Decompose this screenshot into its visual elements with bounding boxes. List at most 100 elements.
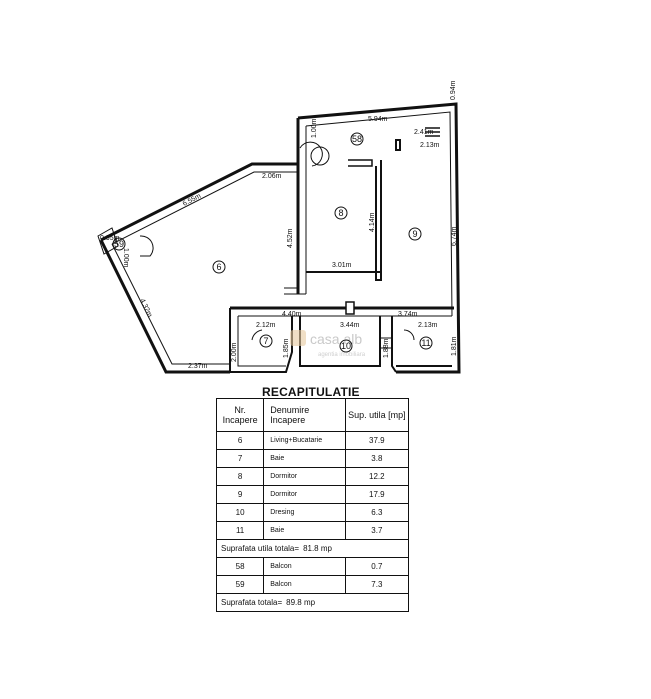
dim-094: 0.94m (450, 80, 457, 100)
wall-closet-2 (348, 159, 373, 167)
walls (97, 102, 461, 374)
dim-301: 3.01m (332, 262, 352, 269)
dim-185: 1.85m (283, 338, 290, 358)
row-nr: 7 (215, 449, 265, 468)
row-name: Dormitor (263, 467, 346, 486)
wall-bedroom-8-east (375, 160, 382, 281)
row-name: Dormitor (263, 485, 346, 504)
dim-200: 2.00m (231, 342, 238, 362)
watermark-tagline: agentia imobiliara (318, 352, 366, 358)
room-58-number: 58 (352, 134, 362, 144)
dim-432: 4.32m (138, 298, 153, 319)
useful-total-label: Suprafata utila totala= (221, 544, 300, 553)
row-area: 6.3 (344, 503, 410, 522)
wall-bath-11 (391, 316, 452, 373)
dim-206: 2.06m (262, 173, 282, 180)
dim-344: 3.44m (340, 322, 360, 329)
row-name: Living+Bucatarie (263, 431, 346, 450)
row-nr: 10 (215, 503, 265, 522)
dim-212: 2.12m (256, 322, 276, 329)
table-row: 59 Balcon 7.3 (215, 575, 410, 594)
row-nr: 9 (215, 485, 265, 504)
room-58-marker (350, 132, 364, 146)
row-area: 7.3 (344, 575, 410, 594)
dim-374: 3.74m (398, 311, 418, 318)
useful-total-value: 81.8 mp (303, 544, 332, 553)
watermark-brand: casa alb (310, 331, 362, 347)
row-nr: 11 (215, 521, 265, 540)
dim-594: 5.94m (368, 116, 388, 123)
wall-living-north (100, 162, 298, 242)
row-name: Balcon (263, 557, 346, 576)
dim-100-left: 1.00m (122, 248, 129, 268)
header-name: Denumire Incapere (263, 398, 346, 432)
room-8-marker (334, 206, 348, 220)
row-nr: 6 (215, 431, 265, 450)
room-8-number: 8 (338, 208, 343, 218)
room-11-number: 11 (421, 338, 430, 348)
header-area: Sup. utila [mp] (344, 398, 410, 432)
row-name: Dresing (263, 503, 346, 522)
dim-241: 2.41m (414, 129, 434, 136)
dim-181: 1.81m (451, 336, 458, 356)
wall-living-west (99, 239, 230, 374)
grand-total-value: 89.8 mp (286, 598, 316, 607)
table-row: 58 Balcon 0.7 (215, 557, 410, 576)
column (345, 301, 355, 315)
recap-table: Nr. Incapere Denumire Incapere Sup. util… (215, 398, 410, 612)
row-name: Baie (263, 521, 346, 540)
wall-closet (395, 139, 401, 151)
row-name: Baie (263, 449, 346, 468)
row-name: Balcon (263, 575, 346, 594)
balcony-59-rail (425, 127, 440, 137)
room-10-marker (339, 339, 353, 353)
table-row: 8 Dormitor 12.2 (215, 467, 410, 486)
wall-living-north-inner (111, 171, 298, 245)
useful-total-cell: Suprafata utila totala=81.8 mp (216, 539, 409, 558)
room-10-number: 10 (341, 341, 351, 351)
table-row: 10 Dresing 6.3 (215, 503, 410, 522)
wall-living-west-inner (111, 243, 230, 365)
row-area: 37.9 (344, 431, 410, 450)
dim-188: 1.88m (383, 338, 390, 358)
dim-100-top: 1.00m (311, 118, 318, 138)
floor-plan: casa alb agentia imobiliara 0.94m 5.94m … (97, 80, 461, 374)
dim-414: 4.14m (369, 212, 376, 232)
room-9-number: 9 (412, 229, 417, 239)
row-area: 3.8 (344, 449, 410, 468)
room-59-marker (112, 237, 126, 251)
row-nr: 8 (215, 467, 265, 486)
table-row: 7 Baie 3.8 (215, 449, 410, 468)
grand-total-row: Suprafata totala=89.8 mp (216, 593, 409, 612)
dim-452: 4.52m (287, 228, 294, 248)
dim-674: 6.74m (451, 226, 458, 246)
outer-wall-north-inner (305, 111, 453, 317)
row-nr: 58 (215, 557, 265, 576)
room-9-marker (408, 227, 422, 241)
dim-095: 0.95m (100, 235, 120, 242)
wall-bath-7-inner (237, 316, 286, 367)
grand-total-cell: Suprafata totala=89.8 mp (216, 593, 409, 612)
door-swing-living (139, 235, 154, 257)
dim-213-bot: 2.13m (418, 322, 438, 329)
watermark-logo (290, 330, 306, 346)
header-nr: Nr. Incapere (215, 398, 265, 432)
door-swing-11 (403, 329, 415, 341)
recap-title: RECAPITULATIE (262, 385, 360, 399)
room-numbers: 58 59 6 7 8 9 10 11 (114, 134, 431, 351)
dim-237: 2.37m (188, 363, 208, 370)
table-row: 6 Living+Bucatarie 37.9 (215, 431, 410, 450)
outer-wall-north (297, 102, 461, 374)
balcony-58-detail (97, 227, 119, 255)
door-swing-entry (299, 141, 323, 167)
room-6-number: 6 (216, 262, 221, 272)
row-area: 12.2 (344, 467, 410, 486)
recap-header-row: Nr. Incapere Denumire Incapere Sup. util… (215, 398, 410, 432)
grand-total-label: Suprafata totala= (221, 598, 283, 607)
watermark: casa alb agentia imobiliara (290, 330, 366, 358)
room-6-marker (212, 260, 226, 274)
useful-total-row: Suprafata utila totala=81.8 mp (216, 539, 409, 558)
row-nr: 59 (215, 575, 265, 594)
dim-440: 4.40m (282, 311, 302, 318)
fixture-58 (310, 146, 330, 166)
